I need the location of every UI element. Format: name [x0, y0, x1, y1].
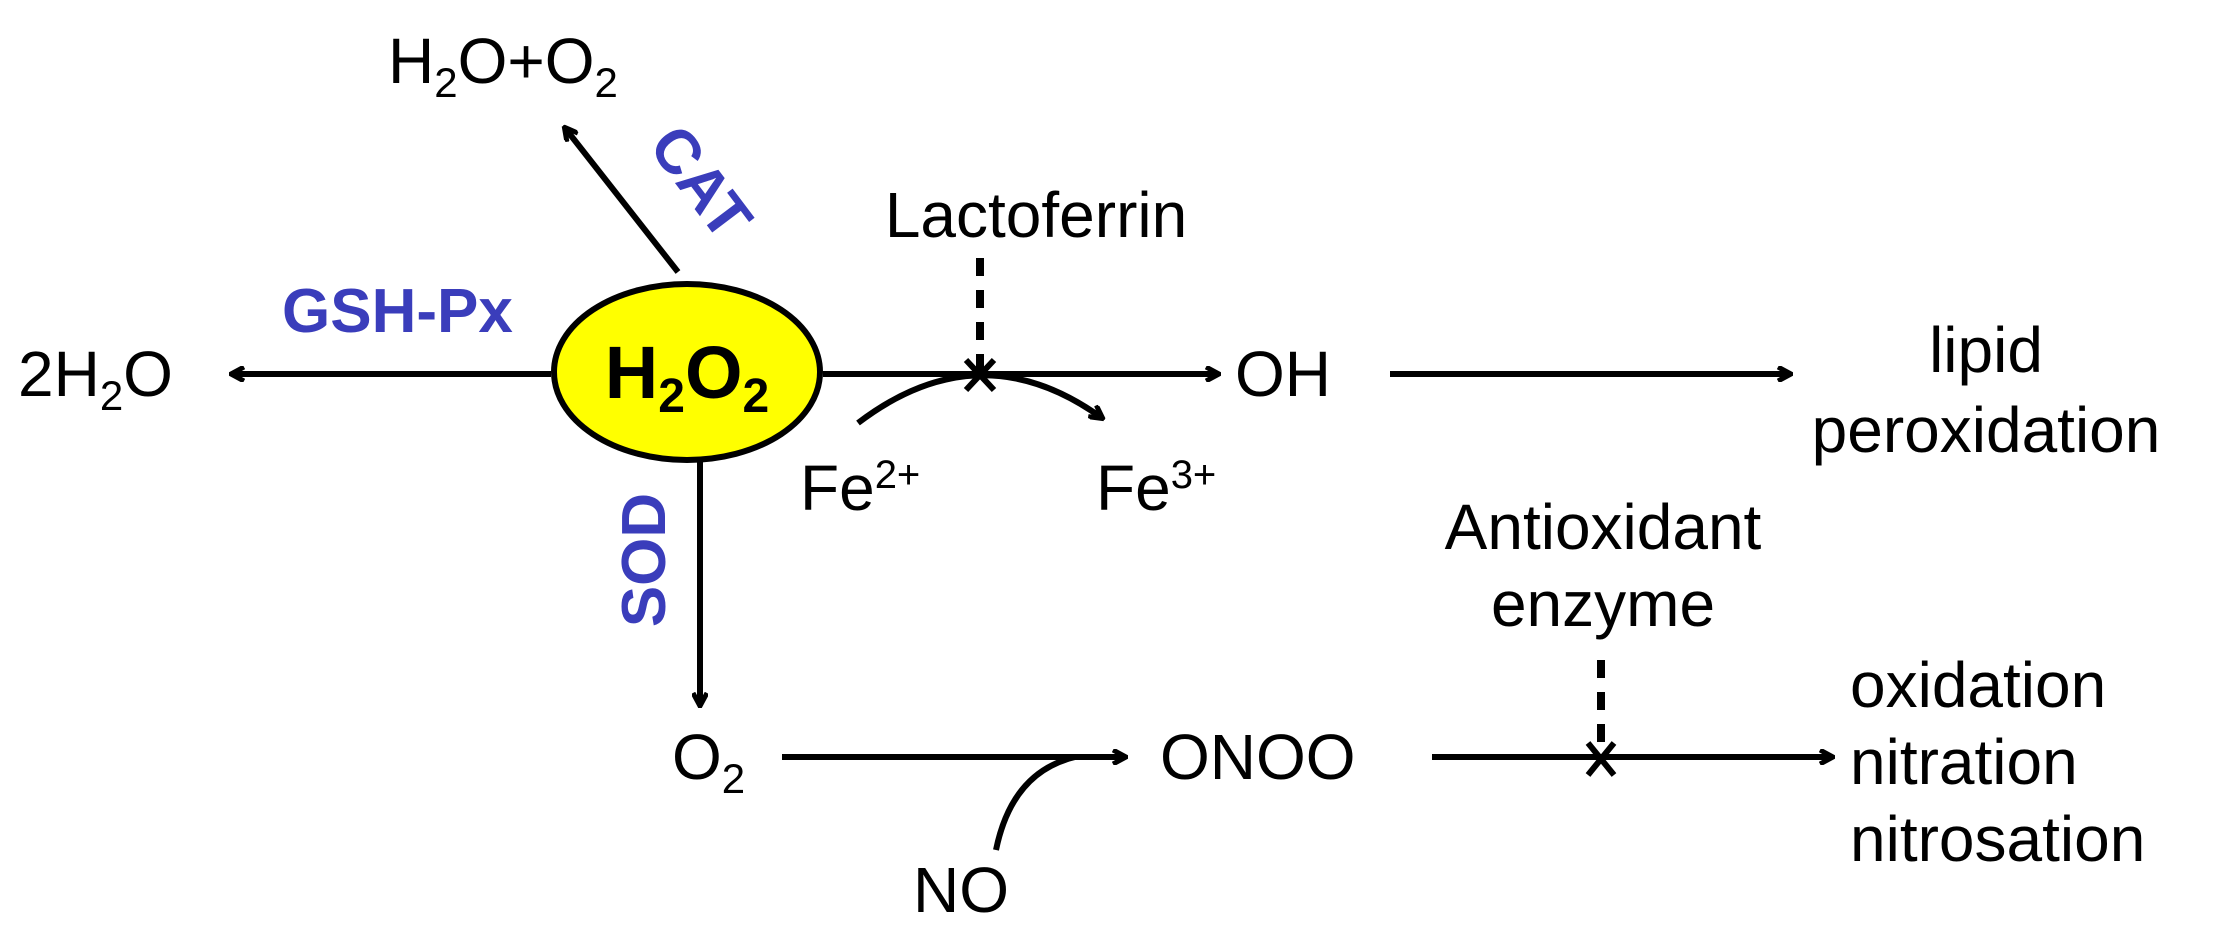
fe3-ion: Fe3+: [1096, 452, 1216, 524]
peroxynitrite-product: ONOO: [1160, 721, 1356, 793]
oxidation-outcome: oxidation: [1850, 649, 2106, 721]
lactoferrin-block-mark: [963, 357, 997, 393]
h2o2-node: [551, 281, 823, 463]
superoxide-product: O2: [672, 721, 745, 802]
arrow-to-h2o-o2: [565, 128, 681, 274]
gsh-px-enzyme-label: GSH-Px: [282, 277, 513, 346]
fe2-ion: Fe2+: [800, 452, 920, 524]
nitration-outcome: nitration: [1850, 726, 2078, 798]
nitric-oxide-reactant: NO: [913, 854, 1009, 926]
lipid-peroxidation-line2: peroxidation: [1812, 394, 2161, 466]
sod-enzyme-label: SOD: [610, 493, 679, 627]
hydroxyl-radical-product: OH: [1235, 338, 1331, 410]
h2o-o2-product: H2O+O2: [388, 25, 618, 106]
cat-enzyme-label: CAT: [636, 113, 765, 253]
antioxidant-enzyme-label-line2: enzyme: [1491, 568, 1715, 640]
antioxidant-block-mark: [1585, 741, 1617, 777]
water-product: 2H2O: [18, 338, 173, 419]
fe-conversion-arrow: [856, 372, 1102, 426]
nitrosation-outcome: nitrosation: [1850, 803, 2145, 875]
no-addition-arrow: [993, 754, 1076, 851]
antioxidant-enzyme-label-line1: Antioxidant: [1445, 491, 1762, 563]
lactoferrin-label: Lactoferrin: [885, 179, 1187, 251]
h2o2-label: H2O2: [605, 331, 769, 423]
lipid-peroxidation-line1: lipid: [1929, 314, 2043, 386]
